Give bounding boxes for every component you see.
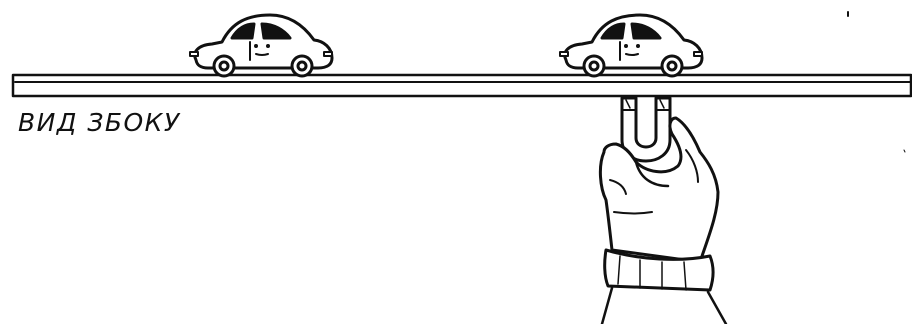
left-car bbox=[190, 15, 332, 76]
board bbox=[13, 75, 911, 96]
sleeve bbox=[602, 250, 726, 324]
right-car bbox=[560, 15, 702, 76]
view-caption: ВИД ЗБОКУ bbox=[18, 110, 181, 135]
